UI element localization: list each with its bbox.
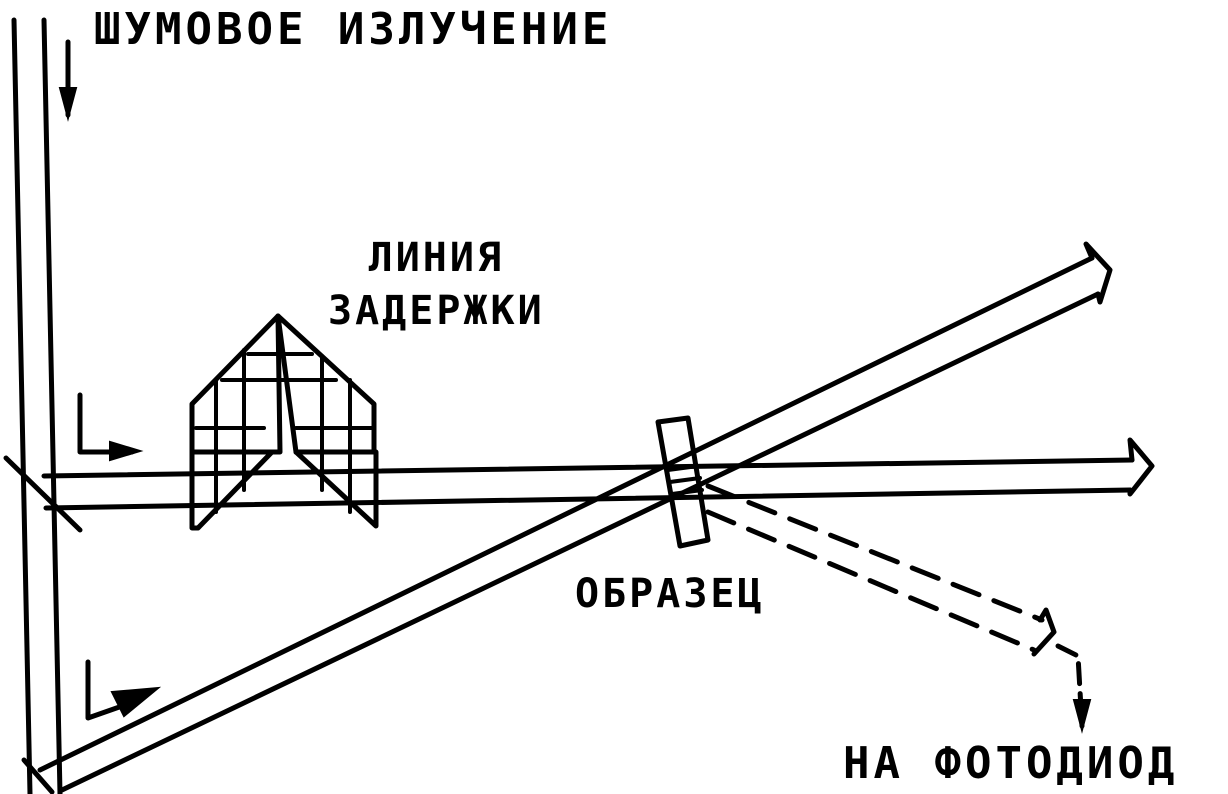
delay-line-label: ЛИНИЯ ЗАДЕРЖКИ — [328, 232, 545, 338]
delay-line-label-line1: ЛИНИЯ — [368, 235, 505, 281]
incoming-noise-beam — [11, 17, 63, 794]
upper-beam-splitter — [3, 455, 83, 533]
signal-beam-to-photodiode — [705, 483, 1057, 657]
diagonal-beam — [37, 241, 1113, 793]
sample-plate — [655, 415, 711, 549]
photodiode-label: НА ФОТОДИОД — [843, 738, 1179, 789]
photodiode-arrow — [1055, 643, 1092, 734]
delay-line-label-line2: ЗАДЕРЖКИ — [328, 287, 545, 334]
polarization-marker-upper — [77, 392, 144, 462]
polarization-marker-lower — [85, 659, 162, 721]
noise-direction-arrow — [58, 39, 78, 122]
delayed-beam — [41, 437, 1155, 511]
delay-line-prism — [189, 313, 379, 531]
sample-label: ОБРАЗЕЦ — [575, 571, 765, 617]
lower-beam-splitter — [21, 757, 55, 794]
noise-radiation-label: ШУМОВОЕ ИЗЛУЧЕНИЕ — [94, 4, 613, 55]
